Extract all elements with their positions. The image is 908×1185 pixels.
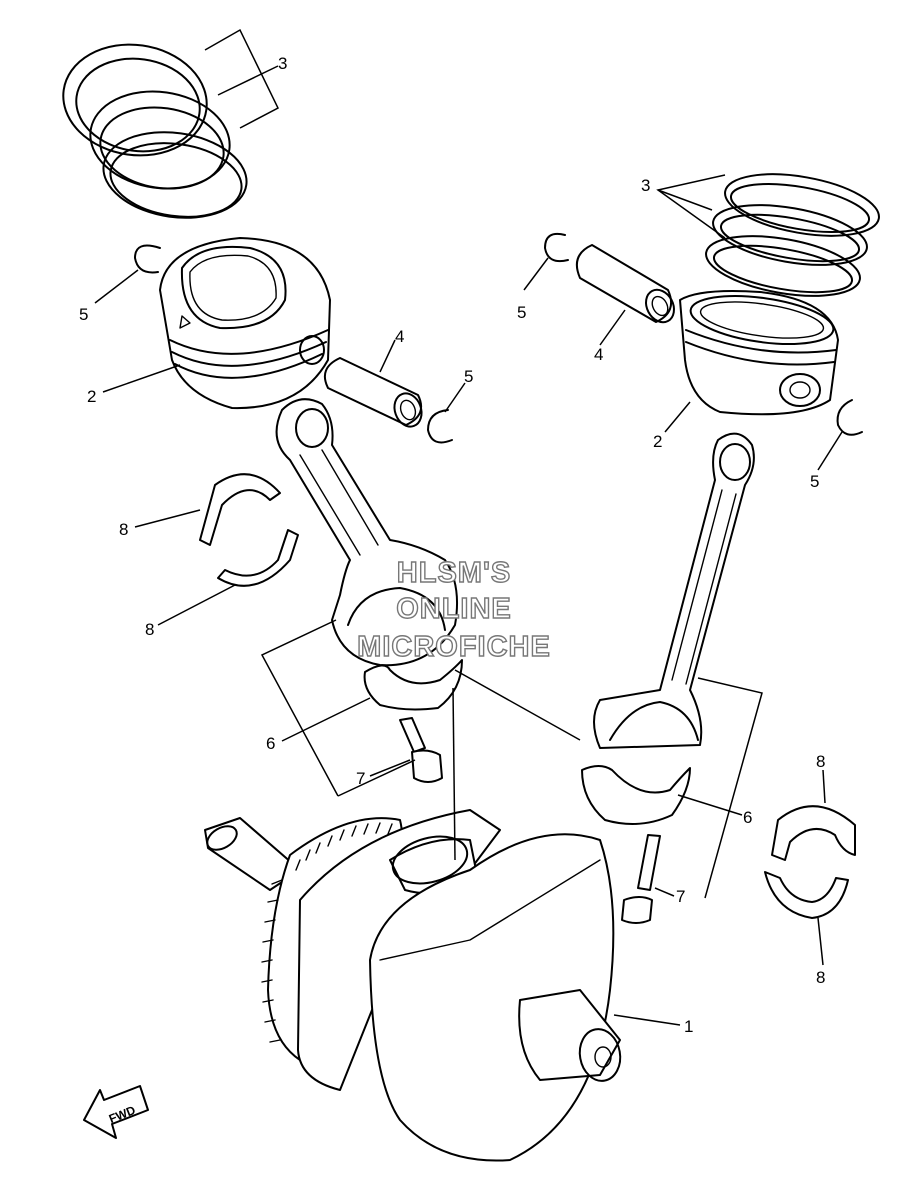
callout-2: 2 xyxy=(87,387,96,406)
right-piston-rings xyxy=(705,173,880,297)
forward-arrow-icon xyxy=(83,1085,149,1139)
left-circlip-lower xyxy=(427,409,453,444)
right-piston-pin xyxy=(576,244,675,324)
right-rod-cap xyxy=(581,765,691,825)
right-piston xyxy=(679,290,839,416)
left-connecting-rod xyxy=(275,398,458,667)
right-bearing-upper xyxy=(771,805,856,861)
watermark-line-3: MICROFICHE xyxy=(357,631,551,663)
left-piston-rings xyxy=(62,43,248,219)
watermark: HLSM'S ONLINE MICROFICHE xyxy=(356,556,551,663)
left-circlip-upper xyxy=(134,244,161,274)
callout-5: 5 xyxy=(517,303,526,322)
watermark-line-1: HLSM'S xyxy=(397,557,511,589)
left-piston-pin xyxy=(324,357,423,428)
right-connecting-rod xyxy=(593,432,755,749)
callout-8: 8 xyxy=(816,752,825,771)
left-bearing-lower xyxy=(217,529,299,587)
callout-2: 2 xyxy=(653,432,662,451)
callout-3: 3 xyxy=(641,176,650,195)
leader-lines xyxy=(94,28,843,1026)
callout-7: 7 xyxy=(676,887,685,906)
callout-labels: 3 5 2 4 5 8 8 6 7 3 5 4 2 5 8 6 7 8 1 xyxy=(79,54,825,1036)
callout-5: 5 xyxy=(79,305,88,324)
callout-5: 5 xyxy=(810,472,819,491)
callout-8: 8 xyxy=(119,520,128,539)
left-rod-cap xyxy=(363,659,463,711)
callout-5: 5 xyxy=(464,367,473,386)
callout-3: 3 xyxy=(278,54,287,73)
callout-7: 7 xyxy=(356,769,365,788)
left-piston xyxy=(159,237,331,410)
right-bearing-lower xyxy=(764,871,849,919)
callout-4: 4 xyxy=(594,345,603,364)
right-rod-bolt xyxy=(621,834,661,924)
callout-1: 1 xyxy=(684,1017,693,1036)
callout-6: 6 xyxy=(743,808,752,827)
left-bearing-upper xyxy=(199,473,281,546)
forward-arrow: FWD xyxy=(83,1085,149,1139)
right-circlip-lower xyxy=(836,399,863,436)
watermark-line-2: ONLINE xyxy=(396,593,512,625)
callout-8: 8 xyxy=(145,620,154,639)
callout-6: 6 xyxy=(266,734,275,753)
right-circlip-upper xyxy=(544,232,569,263)
callout-4: 4 xyxy=(395,327,404,346)
left-rod-bolt xyxy=(399,717,443,783)
crankshaft xyxy=(204,809,622,1162)
callout-8: 8 xyxy=(816,968,825,987)
